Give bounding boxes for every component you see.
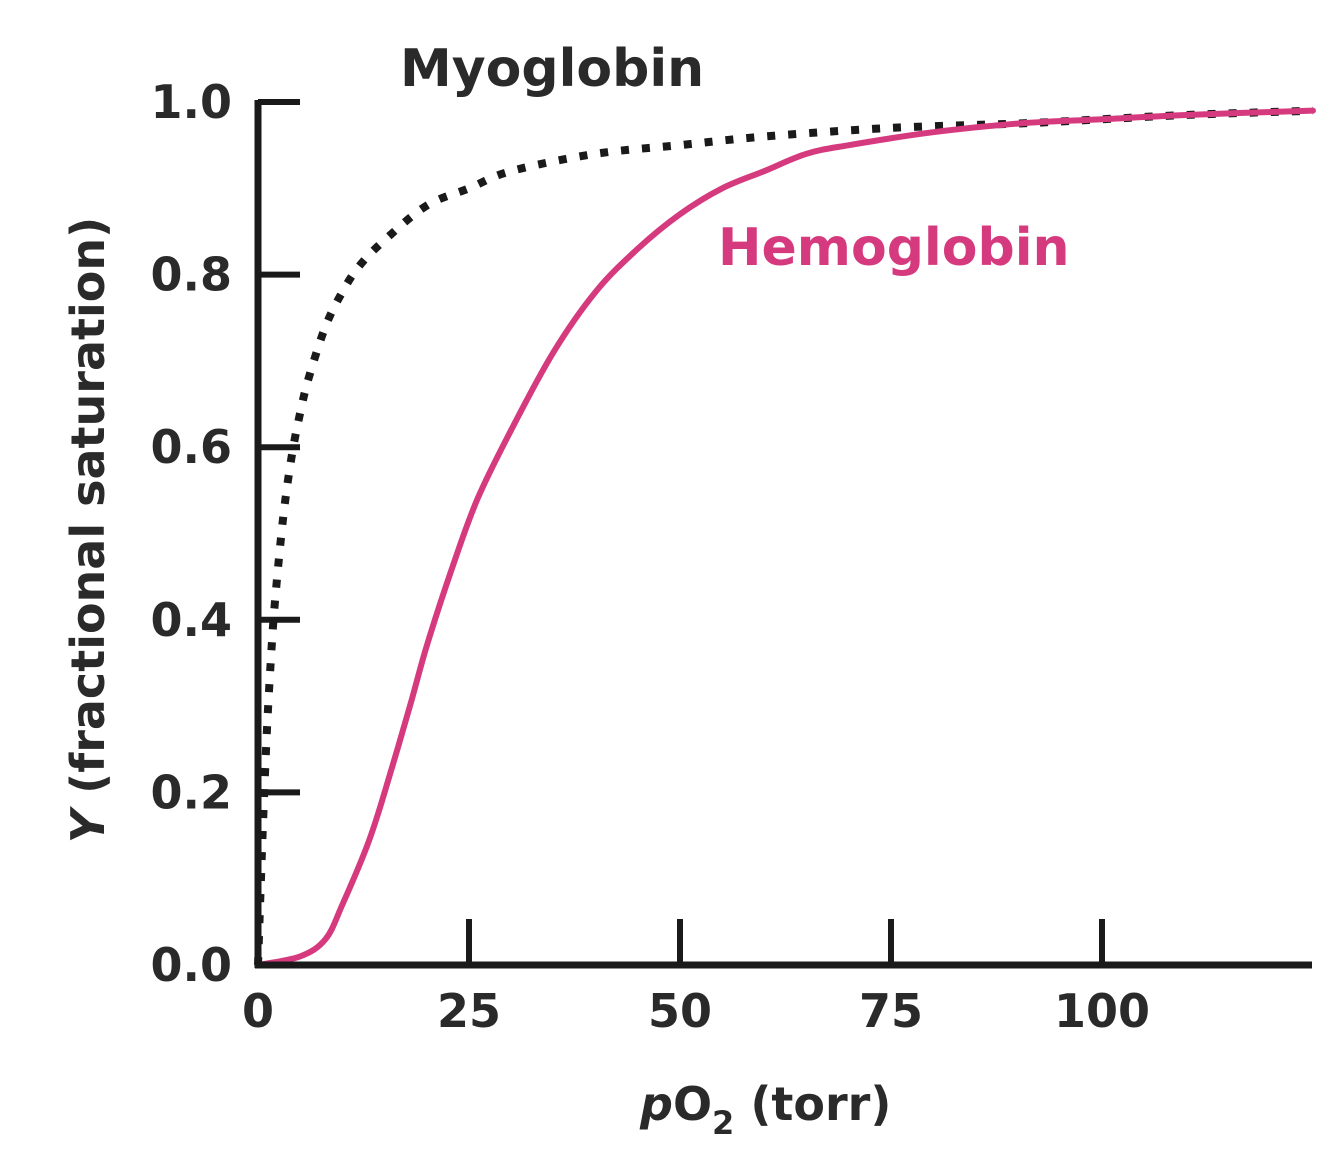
y-tick-label: 0.0 xyxy=(151,938,233,992)
y-tick-label: 0.2 xyxy=(151,765,233,819)
y-tick-label: 0.8 xyxy=(151,248,233,302)
series-line-hemoglobin xyxy=(255,107,1316,968)
x-tick-label: 100 xyxy=(1054,984,1150,1038)
x-tick-label: 25 xyxy=(437,984,501,1038)
x-tick-label: 75 xyxy=(859,984,923,1038)
x-axis-title-subscript: 2 xyxy=(712,1104,734,1142)
plot-area: 0.0 0.2 0.4 0.6 0.8 1.0 0 25 50 75 100 xyxy=(151,75,1316,1038)
x-axis-title-italic: p xyxy=(639,1077,673,1131)
x-axis-title-rest: (torr) xyxy=(734,1077,891,1131)
y-tick-label: 1.0 xyxy=(151,75,233,129)
y-axis-title: Y (fractional saturation) xyxy=(61,217,115,843)
series-label-hemoglobin: Hemoglobin xyxy=(718,218,1070,278)
x-tick-label: 0 xyxy=(242,984,274,1038)
y-ticks: 0.0 0.2 0.4 0.6 0.8 1.0 xyxy=(151,75,300,992)
y-axis-title-italic: Y xyxy=(61,805,115,843)
x-axis-title-main: O xyxy=(673,1077,712,1131)
y-tick-label: 0.4 xyxy=(151,593,233,647)
x-axis-title: pO2 (torr) xyxy=(639,1077,891,1142)
x-ticks: 0 25 50 75 100 xyxy=(242,919,1150,1038)
series-label-myoglobin: Myoglobin xyxy=(400,39,704,99)
y-axis-title-rest: (fractional saturation) xyxy=(61,217,115,810)
y-tick-label: 0.6 xyxy=(151,420,233,474)
x-tick-label: 50 xyxy=(648,984,712,1038)
